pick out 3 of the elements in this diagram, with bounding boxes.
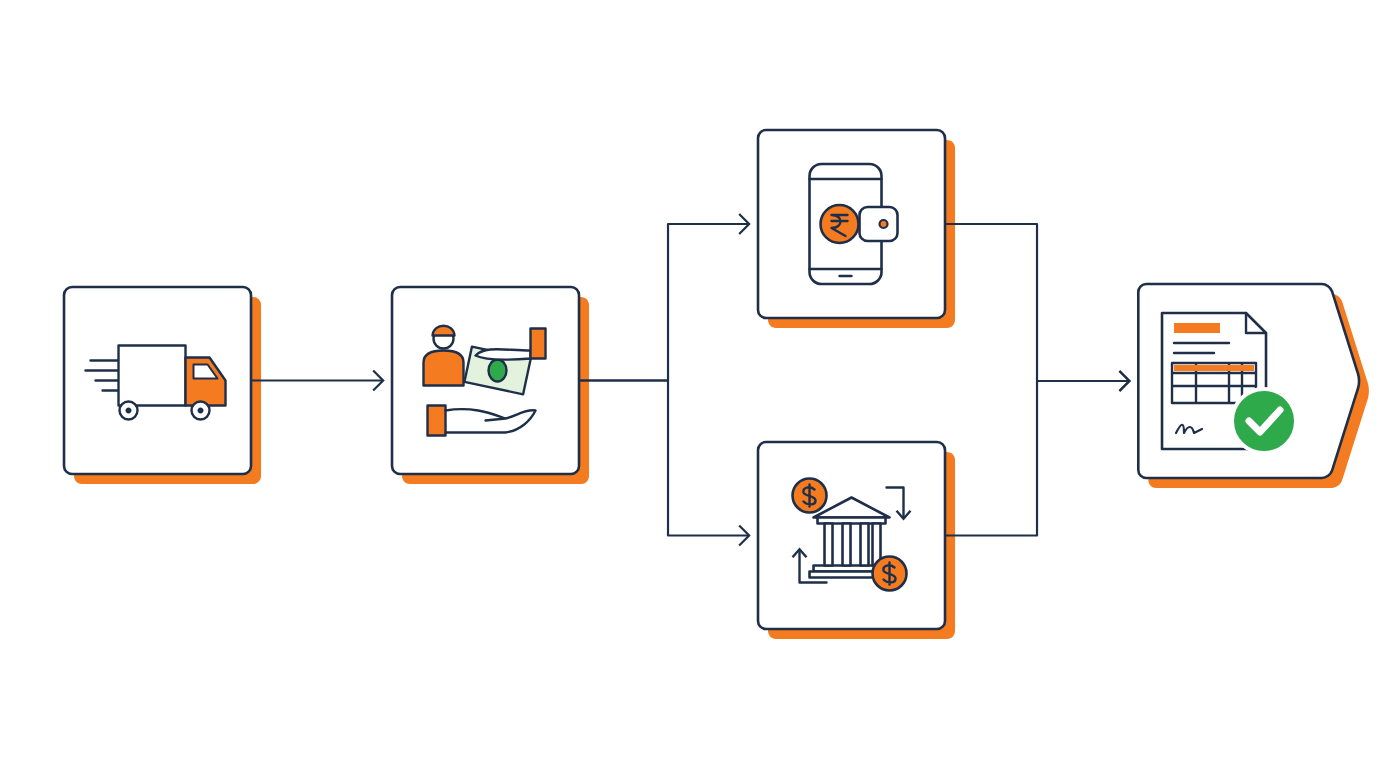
arrow (579, 379, 751, 547)
arrow (945, 370, 1131, 537)
arrow (251, 369, 385, 392)
